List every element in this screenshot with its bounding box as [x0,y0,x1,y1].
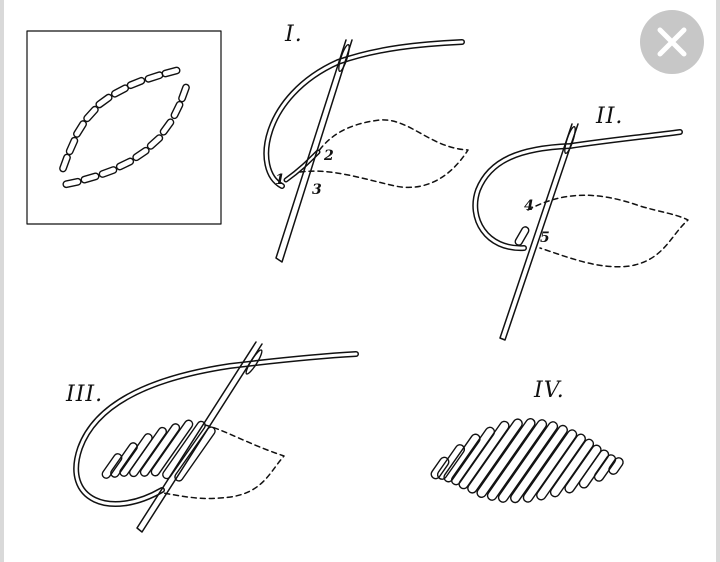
inset-panel [26,30,222,225]
close-icon [657,27,687,57]
point-label-1: 1 [275,172,285,188]
step-3-illustration [73,341,359,533]
step-3-needle-eye [245,349,263,375]
step-1-needle-eye [338,43,350,73]
point-label-3: 3 [312,182,322,198]
step-2-needle-eye [564,125,576,155]
step-1-needle [275,39,353,263]
step-3-fabric-outline [157,424,285,500]
step-4-finished-leaf [430,417,624,504]
step-3-needle [136,341,263,533]
left-frame-bar [0,0,4,562]
point-label-5: 5 [540,230,550,246]
inset-stitched-outline [59,66,190,189]
step-1-thread [263,39,465,189]
close-button[interactable] [640,10,704,74]
step-2-illustration [472,123,689,341]
step-label-4: IV. [534,378,565,403]
step-3-satin-stitches [101,419,216,482]
step-1-illustration [263,39,469,263]
step-2-first-stitch [514,226,530,246]
step-2-needle [499,123,579,341]
step-label-1: I. [285,22,303,47]
step-2-fabric-outline [527,194,689,268]
step-1-fabric-outline [299,119,469,188]
point-label-4: 4 [524,198,534,214]
step-label-3: III. [66,382,104,407]
right-frame-bar [716,0,720,562]
step-2-thread [472,129,683,252]
step-label-2: II. [596,104,624,129]
point-label-2: 2 [324,148,334,164]
